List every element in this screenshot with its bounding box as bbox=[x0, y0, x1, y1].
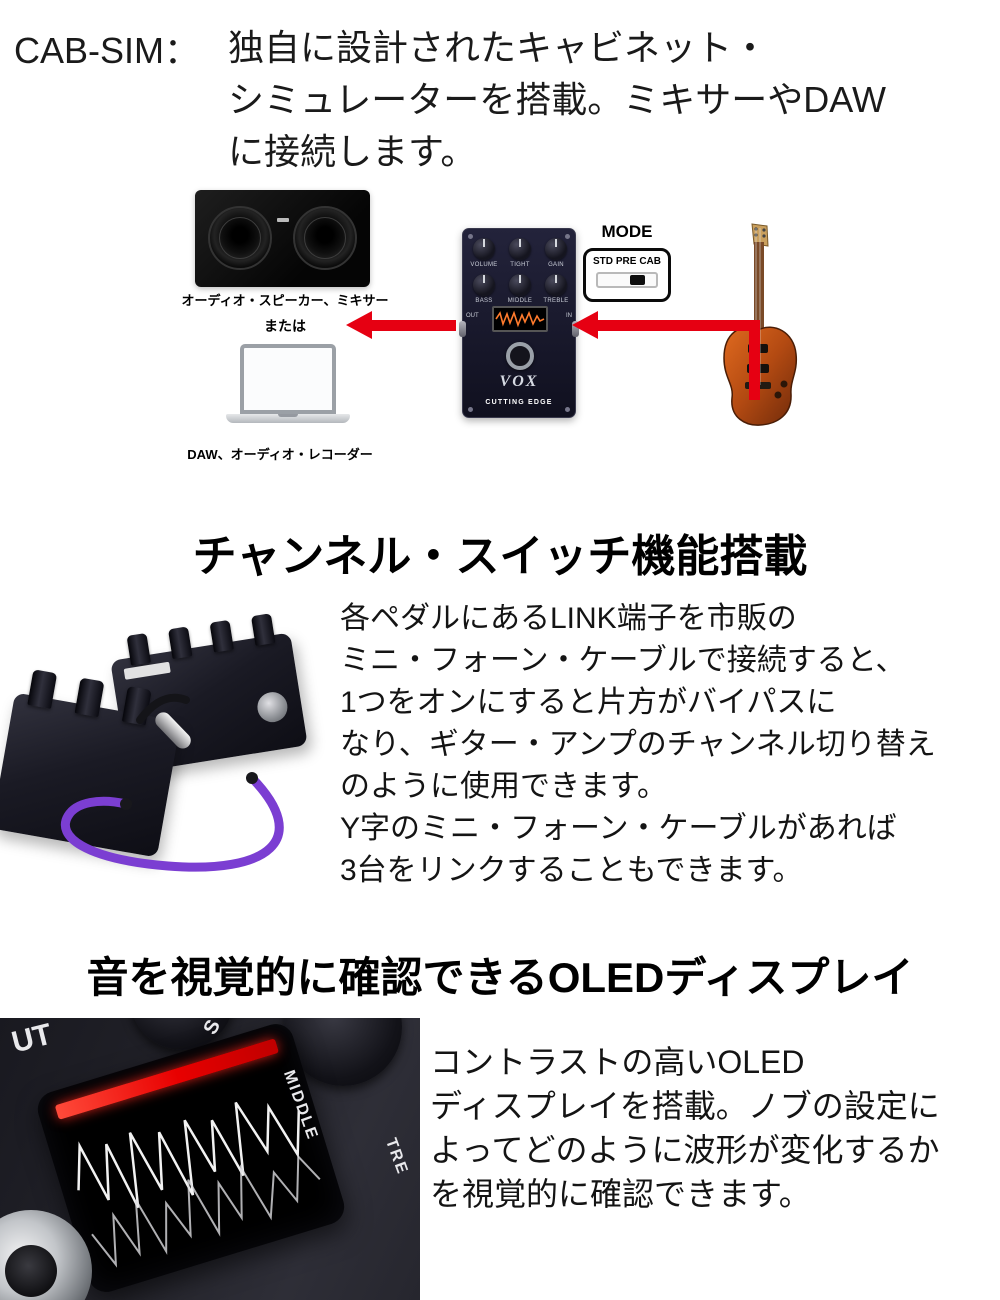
treble-knob bbox=[545, 274, 567, 296]
screw-icon bbox=[468, 407, 473, 412]
pedal-footswitch bbox=[506, 342, 534, 370]
oled-display-photo: UT S MIDDLE TRE bbox=[0, 1018, 420, 1300]
screw-icon bbox=[565, 234, 570, 239]
cutting-edge-pedal-illustration: VOLUME TIGHT GAIN BASS MIDDLE TREBLE OUT… bbox=[459, 228, 579, 418]
linked-pedals-photo bbox=[0, 608, 338, 880]
speaker-illustration bbox=[195, 190, 370, 287]
cab-sim-description: 独自に設計されたキャビネット・ シミュレーターを搭載。ミキサーやDAW に接続し… bbox=[228, 27, 886, 172]
mode-slider-knob bbox=[630, 275, 645, 285]
brand-logo: VOX bbox=[499, 373, 539, 390]
cab-sim-label: CAB-SIM： bbox=[14, 30, 201, 71]
signal-line-from-guitar bbox=[598, 320, 750, 331]
knob-label: TIGHT bbox=[510, 262, 530, 268]
mode-slider-slot bbox=[596, 272, 658, 288]
screw-icon bbox=[468, 234, 473, 239]
oled-screen bbox=[33, 1019, 349, 1297]
tight-knob bbox=[509, 238, 531, 260]
speaker-woofer-right bbox=[293, 206, 357, 270]
knob-label: VOLUME bbox=[470, 262, 498, 268]
mode-option-std: STD bbox=[593, 256, 613, 267]
link-cables bbox=[60, 693, 284, 872]
out-label: OUT bbox=[466, 313, 479, 319]
knob-label: TREBLE bbox=[543, 298, 569, 304]
speaker-badge bbox=[276, 218, 289, 222]
laptop-base bbox=[226, 414, 350, 423]
signal-line-to-output bbox=[372, 320, 456, 331]
bass-knob bbox=[473, 274, 495, 296]
mode-switch-illustration: STD PRE CAB bbox=[583, 248, 671, 302]
model-name: CUTTING EDGE bbox=[485, 399, 553, 406]
mode-options: STD PRE CAB bbox=[593, 256, 661, 267]
oled-description: コントラストの高いOLED ディスプレイを搭載。ノブの設定に よってどのように波… bbox=[430, 1044, 940, 1212]
pedal-waveform bbox=[495, 310, 545, 328]
daw-caption: DAW、オーディオ・レコーダー bbox=[187, 447, 373, 462]
arrow-left-icon bbox=[346, 311, 372, 339]
output-jack bbox=[459, 321, 466, 337]
middle-knob bbox=[509, 274, 531, 296]
panel-treble-label: TRE bbox=[382, 1136, 411, 1178]
or-caption: または bbox=[264, 318, 306, 334]
connection-diagram: オーディオ・スピーカー、ミキサー または DAW、オーディオ・レコーダー VOL… bbox=[0, 180, 1000, 480]
in-label: IN bbox=[566, 313, 572, 319]
oled-heading: 音を視覚的に確認できるOLEDディスプレイ bbox=[86, 954, 914, 1001]
screw-icon bbox=[565, 407, 570, 412]
oled-waveform bbox=[77, 1101, 321, 1268]
panel-output-label: UT bbox=[8, 1018, 56, 1060]
arrow-left-icon bbox=[572, 311, 598, 339]
volume-knob bbox=[473, 238, 495, 260]
mode-option-pre: PRE bbox=[615, 256, 637, 267]
guitar-cable-segment bbox=[749, 320, 760, 400]
pedal-oled-screen bbox=[492, 306, 548, 332]
gain-knob bbox=[545, 238, 567, 260]
knob-label: MIDDLE bbox=[507, 298, 533, 304]
mode-option-cab: CAB bbox=[639, 256, 661, 267]
mode-title: MODE bbox=[601, 222, 653, 241]
laptop-screen bbox=[240, 344, 336, 414]
speaker-woofer-left bbox=[208, 206, 272, 270]
channel-switch-description: 各ペダルにあるLINK端子を市販の ミニ・フォーン・ケーブルで接続すると、 1つ… bbox=[340, 602, 936, 887]
speaker-caption: オーディオ・スピーカー、ミキサー bbox=[181, 293, 389, 308]
knob-label: GAIN bbox=[548, 262, 564, 268]
knob-label: BASS bbox=[475, 298, 493, 304]
channel-switch-heading: チャンネル・スイッチ機能搭載 bbox=[192, 532, 808, 581]
